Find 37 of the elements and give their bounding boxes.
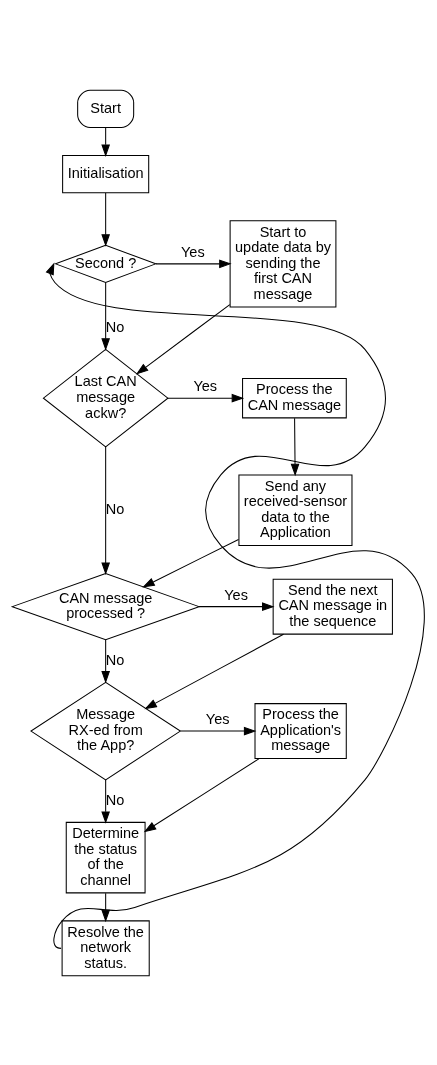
edge-label: No: [105, 791, 125, 808]
node-diamond: Last CAN message ackw?: [42, 348, 169, 448]
arrow: [179, 726, 257, 735]
arrow: [101, 191, 111, 247]
edge-label: No: [105, 500, 125, 517]
edge-label: No: [105, 318, 125, 335]
arrow: [101, 778, 111, 824]
arrow: [142, 538, 240, 587]
edge-label: Yes: [224, 586, 248, 603]
node-diamond: Message RX-ed from the App?: [30, 681, 182, 780]
node-box: Process the Application's message: [254, 702, 347, 759]
arrow: [155, 259, 232, 268]
arrow: [101, 126, 111, 157]
edge-label: No: [105, 651, 125, 668]
node-box: Initialisation: [62, 154, 150, 193]
node-box: Send the next CAN message in the sequence: [272, 578, 393, 635]
arrow: [290, 417, 300, 476]
arrow: [45, 261, 425, 949]
node-box: Start to update data by sending the first CAN message: [229, 219, 337, 307]
node-diamond: CAN message processed ?: [10, 572, 201, 640]
edge-label: Yes: [181, 243, 205, 260]
edge-label: Yes: [193, 377, 218, 394]
node-box: Send any received-sensor data to the Application: [238, 473, 353, 546]
arrow: [167, 393, 245, 403]
node-box: Resolve the network status.: [61, 919, 150, 976]
arrow: [101, 446, 111, 575]
arrow: [101, 638, 111, 684]
node-box: Start: [77, 89, 135, 128]
node-box: Determine the status of the channel: [65, 821, 146, 893]
arrow: [143, 757, 260, 832]
edge-label: Yes: [205, 710, 230, 727]
node-box: Process the CAN message: [242, 377, 347, 418]
arrow: [135, 303, 231, 375]
arrow: [101, 281, 111, 351]
node-diamond: Second ?: [54, 244, 158, 283]
arrow: [144, 633, 285, 709]
arrow: [198, 601, 275, 611]
